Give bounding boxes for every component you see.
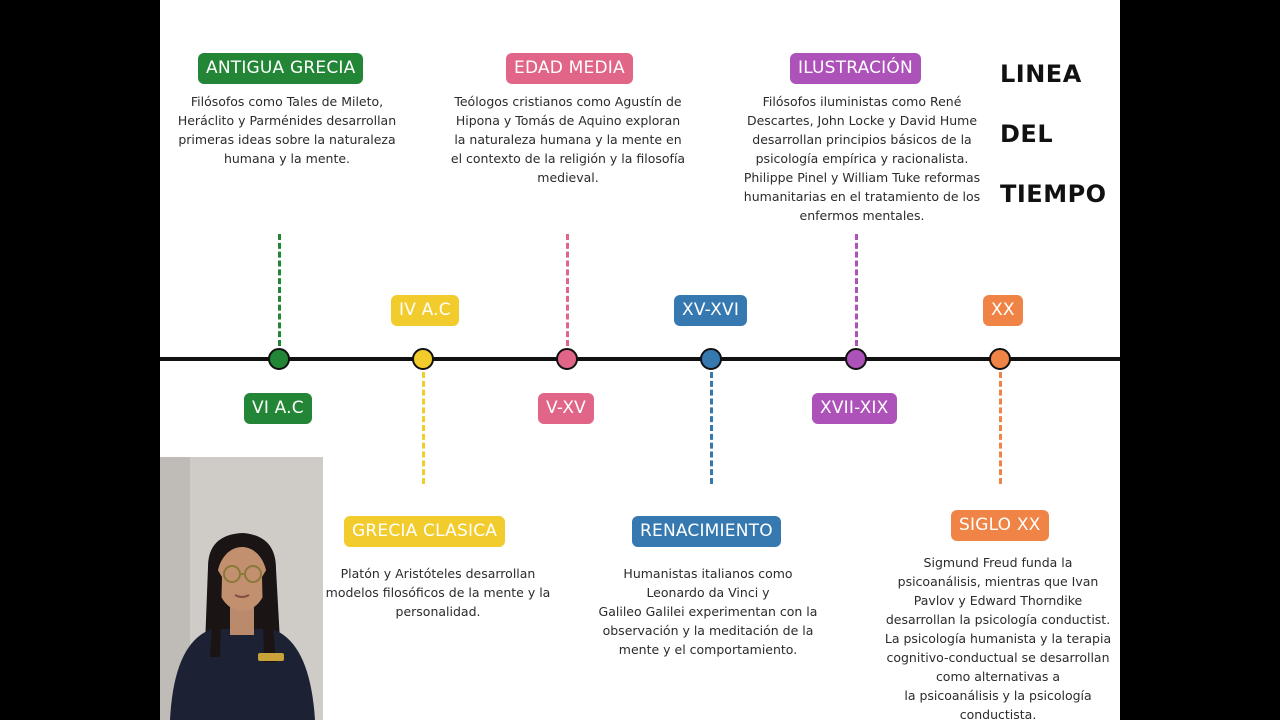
badge-edad-media: EDAD MEDIA (506, 53, 633, 84)
title-word-del: DEL (1000, 120, 1054, 148)
badge-siglo-xx: SIGLO XX (951, 510, 1049, 541)
date-xx: XX (983, 295, 1023, 326)
desc-grecia-clasica: Platón y Aristóteles desarrollan modelos… (325, 566, 551, 619)
dot-xx (989, 348, 1011, 370)
dot-iv-ac (412, 348, 434, 370)
date-xvii-xix: XVII-XIX (812, 393, 897, 424)
badge-renacimiento: RENACIMIENTO (632, 516, 781, 547)
desc-renacimiento: Humanistas italianos como Leonardo da Vi… (598, 566, 818, 657)
connector-antigua-grecia (278, 234, 281, 346)
title-word-tiempo: TIEMPO (1000, 180, 1107, 208)
presenter-figure (160, 457, 323, 720)
desc-edad-media: Teólogos cristianos como Agustín de Hipo… (450, 94, 686, 185)
dot-xv-xvi (700, 348, 722, 370)
date-xv-xvi: XV-XVI (674, 295, 748, 326)
badge-ilustracion: ILUSTRACIÓN (790, 53, 921, 84)
presenter-webcam (160, 457, 323, 720)
dot-vi-ac (268, 348, 290, 370)
date-v-xv: V-XV (538, 393, 594, 424)
connector-edad-media (566, 234, 569, 346)
connector-ilustracion (855, 234, 858, 346)
title-word-linea: LINEA (1000, 60, 1082, 88)
dot-xvii-xix (845, 348, 867, 370)
desc-ilustracion: Filósofos iluministas como René Descarte… (743, 94, 981, 223)
date-vi-ac: VI A.C (244, 393, 312, 424)
desc-siglo-xx: Sigmund Freud funda la psicoanálisis, mi… (884, 555, 1112, 720)
badge-grecia-clasica: GRECIA CLASICA (344, 516, 506, 547)
connector-siglo-xx (999, 372, 1002, 484)
badge-antigua-grecia: ANTIGUA GRECIA (198, 53, 364, 84)
timeline-slide: LINEA DEL TIEMPO ANTIGUA GRECIA EDAD MED… (160, 0, 1120, 720)
date-iv-ac: IV A.C (391, 295, 459, 326)
dot-v-xv (556, 348, 578, 370)
desc-antigua-grecia: Filósofos como Tales de Mileto, Heráclit… (177, 94, 397, 166)
connector-renacimiento (710, 372, 713, 484)
timeline-axis (160, 357, 1120, 361)
connector-grecia-clasica (422, 372, 425, 484)
